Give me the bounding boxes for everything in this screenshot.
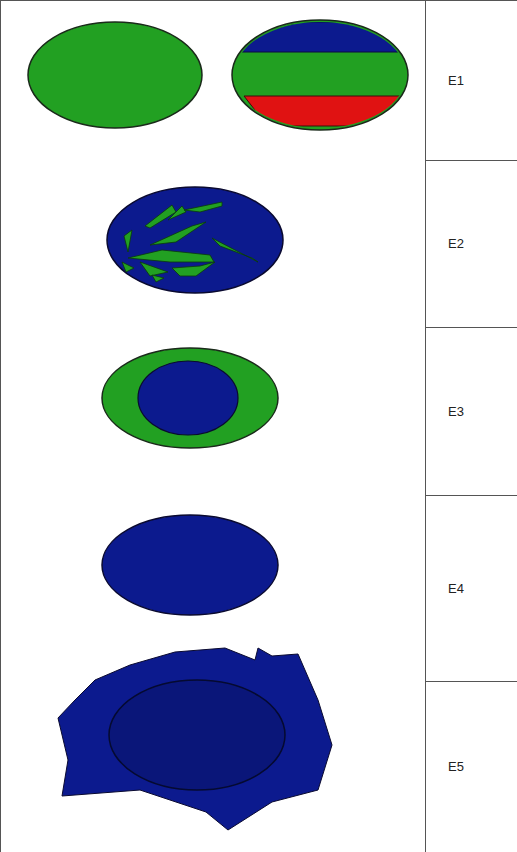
- row-label: E4: [426, 581, 464, 596]
- row-label-cell: E1: [426, 0, 517, 160]
- spread-blob: [58, 648, 332, 830]
- intact-ellipse: [28, 22, 202, 128]
- row-label: E5: [426, 759, 464, 774]
- row-label-cell: E3: [426, 327, 517, 495]
- row-label-cell: E4: [426, 495, 517, 681]
- outlined-ellipse: [109, 680, 285, 790]
- row-label-cell: E5: [426, 681, 517, 852]
- ellipse-bands: [240, 22, 402, 126]
- blue-ellipse: [102, 515, 278, 615]
- banded-ellipse: [232, 20, 408, 130]
- row-label: E3: [426, 404, 464, 419]
- row-label: E1: [426, 73, 464, 88]
- row-label: E2: [426, 236, 464, 251]
- green-fragments: [122, 202, 258, 282]
- ring-ellipse: [102, 348, 278, 448]
- core-ellipse: [138, 361, 238, 435]
- row-label-cell: E2: [426, 160, 517, 327]
- fragmented-ellipse: [107, 187, 283, 293]
